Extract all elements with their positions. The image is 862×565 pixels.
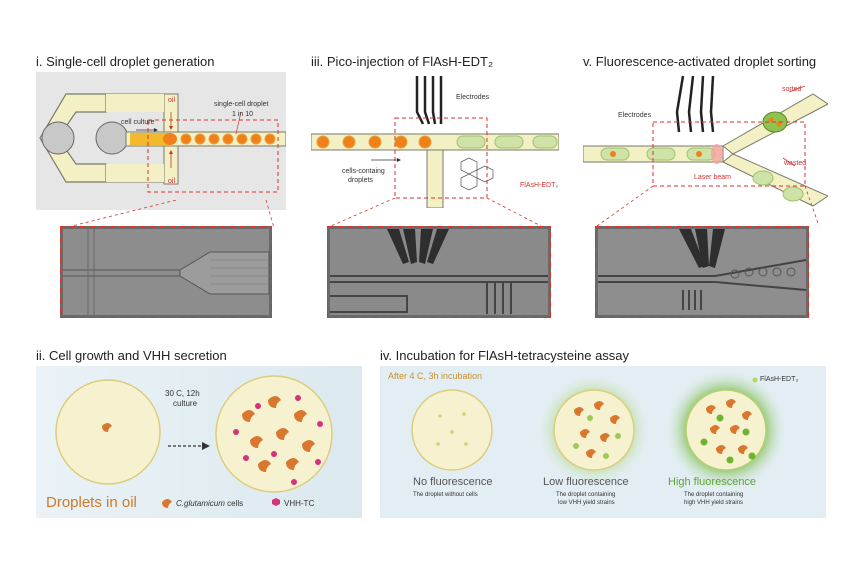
legend-cells: C.glutamicum cells	[176, 499, 244, 508]
state-low-desc1: The droplet containing	[556, 492, 616, 498]
label-cell-culture: cell culture	[121, 119, 155, 126]
label-cond2: culture	[173, 399, 198, 408]
legend-flash: FlAsH-EDT₃	[760, 376, 799, 383]
panel-iii-schematic	[311, 72, 559, 208]
label-electrodes-iii: Electrodes	[456, 94, 490, 101]
panel-iii-title: iii. Pico-injection of FlAsH-EDT₂	[311, 54, 494, 69]
panel-i-title: i. Single-cell droplet generation	[36, 54, 215, 69]
label-cells-containing: cells-containg	[342, 168, 385, 175]
panel-v-title: v. Fluorescence-activated droplet sortin…	[583, 54, 817, 69]
state-no-desc1: The droplet without cells	[413, 492, 478, 498]
state-no-head: No fluorescence	[413, 476, 493, 488]
panel-ii-diagram	[36, 366, 362, 518]
state-high-desc2: high VHH yield strains	[684, 500, 744, 506]
panel-i-connectors	[63, 200, 275, 229]
state-low-head: Low fluorescence	[543, 476, 629, 488]
panel-ii-title: ii. Cell growth and VHH secretion	[36, 348, 227, 363]
label-oil-bottom: oil	[168, 178, 176, 185]
legend-vhh: VHH-TC	[284, 499, 315, 508]
label-wasted: wasted	[784, 160, 807, 167]
panel-v-connectors	[596, 186, 820, 227]
panel-i-schematic	[36, 72, 286, 210]
panel-i-micrograph	[60, 226, 272, 318]
label-sorted: sorted	[782, 86, 802, 93]
state-low-desc2: low VHH yield strains	[558, 500, 615, 506]
panel-iii-micrograph	[327, 226, 551, 318]
label-flash-iii: FlAsH-EDT₂	[520, 182, 559, 189]
label-laser-beam: Laser beam	[694, 174, 731, 181]
state-high-desc1: The droplet containing	[684, 492, 744, 498]
label-droplets-in-oil: Droplets in oil	[46, 494, 137, 511]
panel-iv-title: iv. Incubation for FlAsH-tetracysteine a…	[380, 348, 630, 363]
label-ratio: 1 in 10	[232, 111, 254, 118]
label-single-cell-droplet: single-cell droplet	[214, 101, 269, 108]
panel-iv-diagram	[380, 366, 826, 518]
panel-v-schematic	[583, 72, 828, 212]
label-after-incubation: After 4 C, 3h incubation	[388, 371, 483, 381]
label-electrodes-v: Electrodes	[618, 112, 652, 119]
label-oil-top: oil	[168, 97, 176, 104]
label-droplets: droplets	[348, 177, 373, 184]
panel-iii-connectors	[330, 198, 542, 227]
panel-v-micrograph	[595, 226, 809, 318]
state-high-head: High fluorescence	[668, 476, 757, 488]
label-cond1: 30 C, 12h	[165, 389, 200, 398]
